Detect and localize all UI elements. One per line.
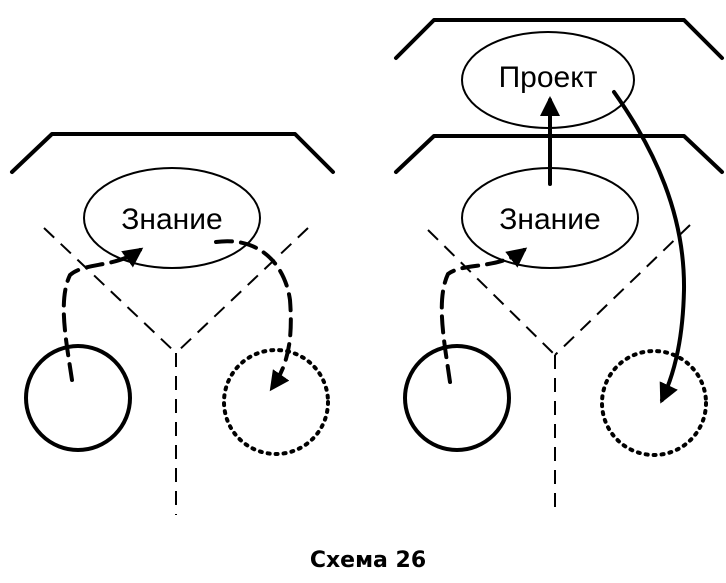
left-dotted-circle xyxy=(222,348,330,456)
right-upper-roof-outline xyxy=(394,18,724,60)
left-diagram: Знание xyxy=(10,132,335,515)
right-knowledge-label: Знание xyxy=(499,203,600,236)
figure-caption: Схема 26 xyxy=(310,548,426,573)
right-project-label: Проект xyxy=(499,61,598,94)
left-knowledge-label: Знание xyxy=(121,203,222,236)
right-arrow-project-to-dotted xyxy=(612,90,687,404)
left-arrow-knowledge-to-dotted xyxy=(214,239,293,392)
right-partition-left-arm xyxy=(427,229,556,356)
left-partition-right-arm xyxy=(175,227,309,354)
right-lower-roof-outline xyxy=(394,134,724,174)
left-knowledge-ellipse xyxy=(83,167,261,269)
left-solid-circle xyxy=(24,344,132,452)
left-partition-left-arm xyxy=(43,227,177,354)
right-dotted-circle xyxy=(600,349,708,457)
left-arrow-circle-to-knowledge xyxy=(61,247,144,382)
right-solid-circle xyxy=(403,344,511,452)
right-arrow-circle-to-knowledge xyxy=(439,247,528,384)
right-partition-right-arm xyxy=(554,224,691,356)
left-roof-outline xyxy=(10,132,335,174)
right-diagram: Проект Знание xyxy=(394,18,724,515)
